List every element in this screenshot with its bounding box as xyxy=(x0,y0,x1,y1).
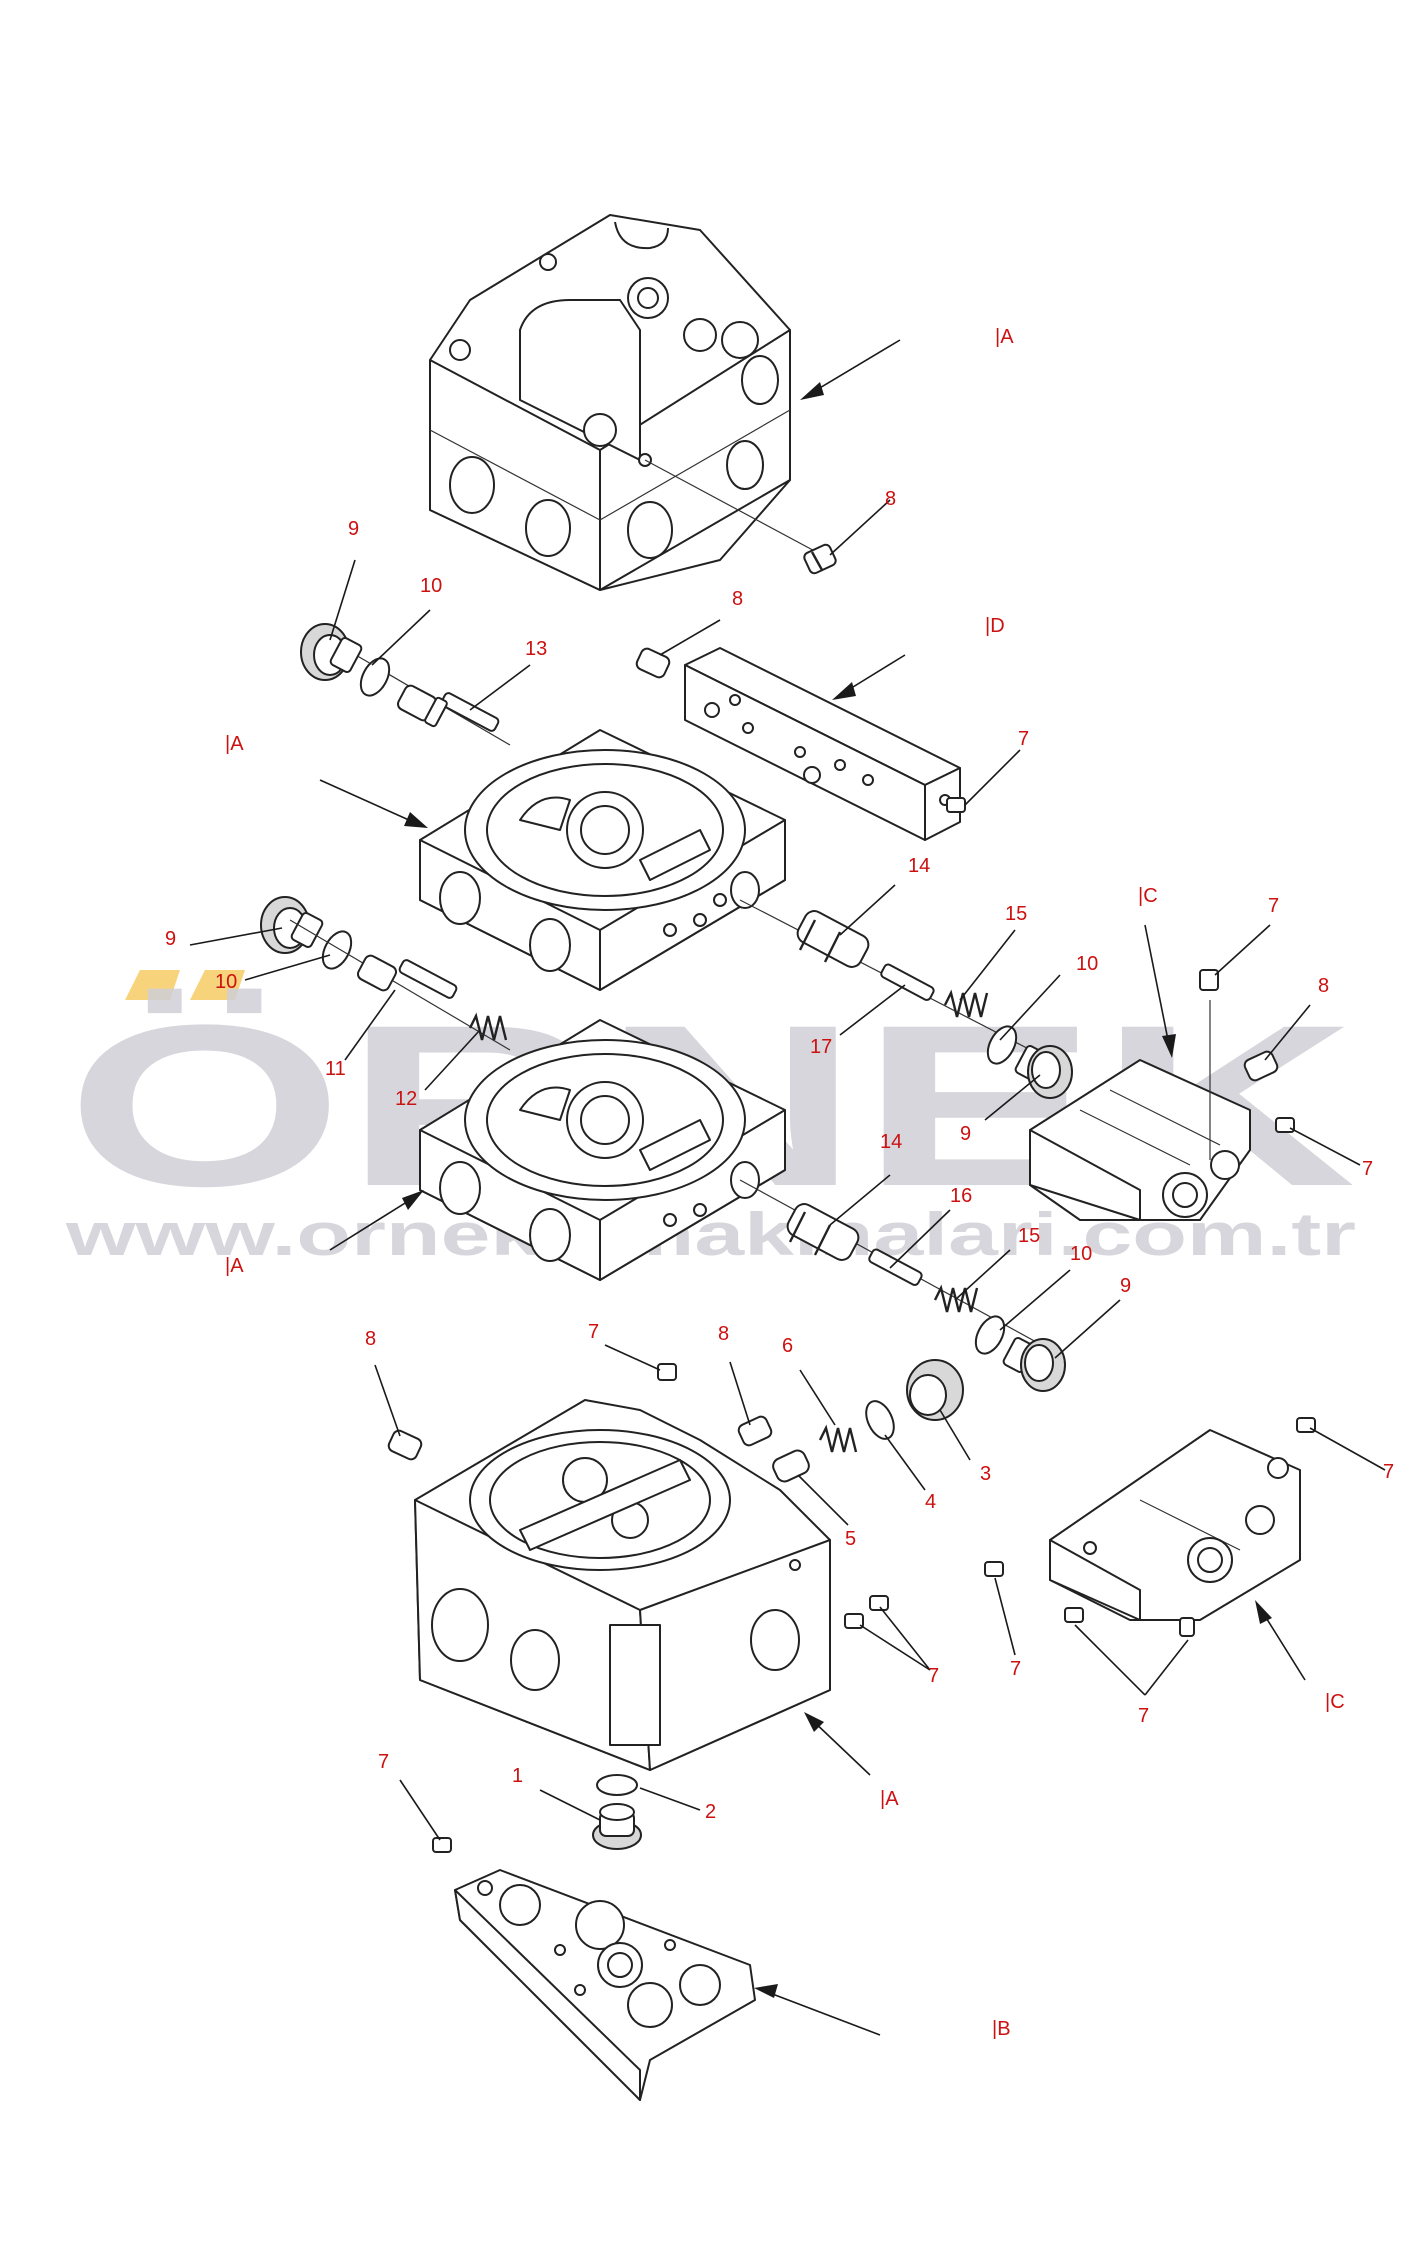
callout-7-c-side: 7 xyxy=(1362,1158,1373,1180)
callout-14-upper: 14 xyxy=(908,855,930,877)
spool-13 xyxy=(329,639,511,746)
callout-7-c-lower-bottom: 7 xyxy=(1138,1705,1149,1727)
callout-d: |D xyxy=(985,615,1005,637)
screw-7-bottom-top xyxy=(657,1363,677,1381)
spring-6 xyxy=(818,1424,858,1453)
callout-a-lower-left: |A xyxy=(225,1255,244,1277)
bottom-plate-b xyxy=(454,1869,756,2101)
callout-2: 2 xyxy=(705,1801,716,1823)
check-valve-5 xyxy=(772,1449,810,1483)
cover-plate-d xyxy=(684,647,961,841)
o-ring-2 xyxy=(596,1774,638,1796)
callout-6: 6 xyxy=(782,1335,793,1357)
screw-7-bottom-side xyxy=(844,1595,889,1629)
screw-7-end-cover-c-side xyxy=(1275,1117,1295,1133)
screw-7-end-cover-c-lower-left xyxy=(984,1561,1004,1577)
o-ring-10-upper-left xyxy=(359,657,391,697)
callout-10-upper-left: 10 xyxy=(420,575,442,597)
callout-8-bottom-right: 8 xyxy=(718,1323,729,1345)
callout-a-upper-left: |A xyxy=(225,733,244,755)
callout-9-lower-right: 9 xyxy=(1120,1275,1131,1297)
screw-7-end-cover-c-top xyxy=(1199,969,1219,991)
callout-9-upper-right: 9 xyxy=(960,1123,971,1145)
valve-section-middle-upper xyxy=(419,729,786,991)
end-cover-c-upper xyxy=(1029,1059,1251,1221)
callout-9-upper-left: 9 xyxy=(348,518,359,540)
spool-14-upper xyxy=(739,899,1051,1061)
spool-16 xyxy=(868,1248,923,1286)
plug-1 xyxy=(592,1803,642,1850)
callout-4: 4 xyxy=(925,1491,936,1513)
callout-1: 1 xyxy=(512,1765,523,1787)
plug-8-plate-d xyxy=(635,647,671,679)
callout-c-upper: |C xyxy=(1138,885,1158,907)
screw-7-end-cover-c-lower-bottom xyxy=(1064,1607,1195,1637)
callout-a-bottom: |A xyxy=(880,1788,899,1810)
callout-7-plate-b: 7 xyxy=(378,1751,389,1773)
callout-8-c: 8 xyxy=(1318,975,1329,997)
callout-b: |B xyxy=(992,2018,1011,2040)
o-ring-10-lower-right xyxy=(974,1315,1006,1355)
callout-7-plate-d: 7 xyxy=(1018,728,1029,750)
plug-9-middle-left xyxy=(260,896,324,954)
callout-15-lower: 15 xyxy=(1018,1225,1040,1247)
spool-17 xyxy=(880,963,935,1001)
callout-17: 17 xyxy=(810,1036,832,1058)
callout-14-lower: 14 xyxy=(880,1131,902,1153)
valve-inlet-block-bottom xyxy=(414,1399,831,1771)
plug-9-upper-right xyxy=(1014,1045,1073,1099)
spool-11 xyxy=(289,919,511,1051)
valve-body-block-top xyxy=(429,214,791,591)
callout-3: 3 xyxy=(980,1463,991,1485)
watermark-accent-mark-left xyxy=(125,970,180,1000)
spring-12 xyxy=(468,1012,508,1041)
plug-9-lower-right xyxy=(1002,1337,1066,1392)
watermark-accent-mark-right xyxy=(190,970,245,1000)
plug-8-bottom-right xyxy=(737,1415,773,1447)
callout-7-bottom-side: 7 xyxy=(928,1665,939,1687)
spring-15-upper xyxy=(943,989,989,1018)
plug-9-upper-left xyxy=(300,623,363,681)
callout-8-bottom-left: 8 xyxy=(365,1328,376,1350)
callout-9-middle-left: 9 xyxy=(165,928,176,950)
screw-7-plate-b xyxy=(432,1837,452,1853)
plug-8-bottom-left xyxy=(387,1429,423,1461)
plug-3 xyxy=(906,1359,964,1421)
callout-16: 16 xyxy=(950,1185,972,1207)
o-ring-4 xyxy=(865,1400,895,1440)
leader-lines xyxy=(189,339,1386,2036)
callout-7-bottom-top: 7 xyxy=(588,1321,599,1343)
end-cover-c-lower xyxy=(1049,1429,1301,1621)
valve-section-middle-lower xyxy=(419,1019,786,1281)
callout-8-top: 8 xyxy=(885,488,896,510)
callout-7-c-top: 7 xyxy=(1268,895,1279,917)
o-ring-10-middle-left xyxy=(321,930,353,970)
callout-10-lower-right: 10 xyxy=(1070,1243,1092,1265)
callout-15-upper: 15 xyxy=(1005,903,1027,925)
callout-12: 12 xyxy=(395,1088,417,1110)
callout-10-upper-right: 10 xyxy=(1076,953,1098,975)
callout-13: 13 xyxy=(525,638,547,660)
callout-7-c-lower-left: 7 xyxy=(1010,1658,1021,1680)
screw-7-plate-d xyxy=(946,797,966,813)
callout-labels: |A 8 9 10 13 8 |D 7 |A 14 15 10 |C 7 8 9… xyxy=(165,326,1394,2040)
callout-8-plate-d: 8 xyxy=(732,588,743,610)
callout-10-middle-left: 10 xyxy=(215,971,237,993)
callout-5: 5 xyxy=(845,1528,856,1550)
callout-a-top: |A xyxy=(995,326,1014,348)
callout-11: 11 xyxy=(325,1058,346,1080)
plug-8-end-cover-c xyxy=(1243,1050,1279,1082)
callout-7-c-lower-top: 7 xyxy=(1383,1461,1394,1483)
callout-c-lower: |C xyxy=(1325,1691,1345,1713)
